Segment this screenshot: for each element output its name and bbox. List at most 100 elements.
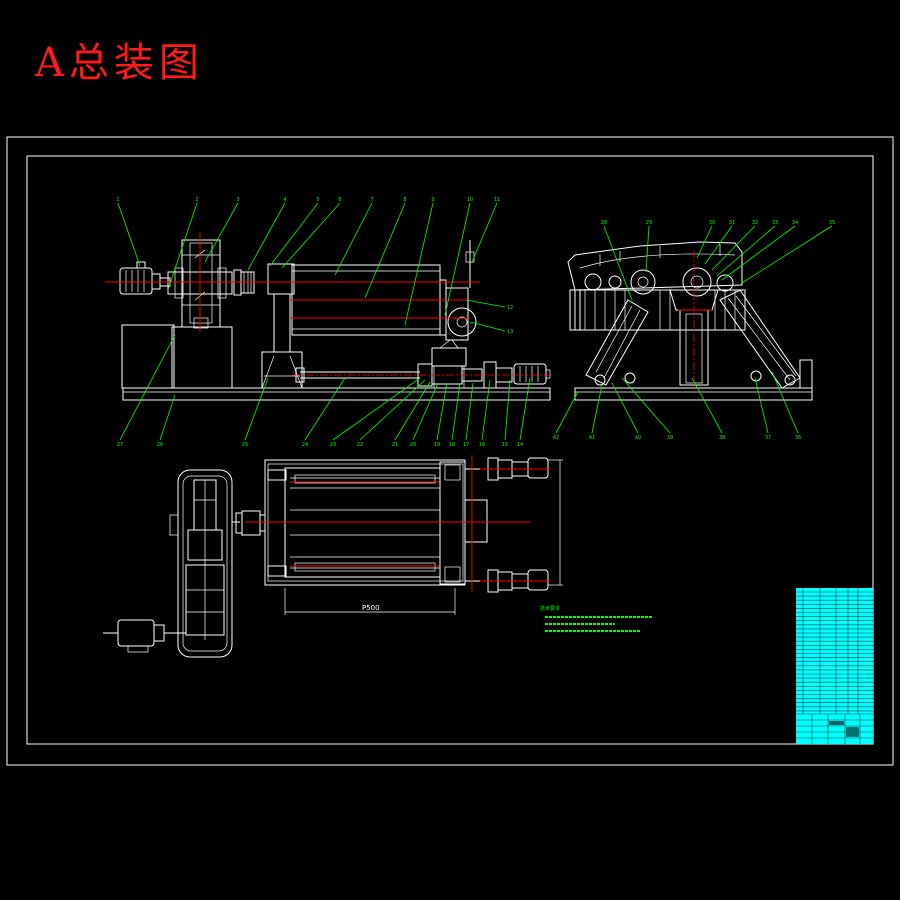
front-view [105, 232, 552, 401]
plan-gearbox-inner [182, 475, 228, 652]
part-number-front_bottom-6: 20 [410, 442, 416, 448]
part-number-front_top-3: 4 [283, 197, 286, 203]
part-number-side_bottom-6: 42 [553, 435, 559, 441]
side-view [567, 241, 813, 401]
plan-roll-lines [290, 477, 440, 569]
part-number-front_top-7: 8 [403, 197, 406, 203]
coupling-flange-b [240, 271, 255, 294]
leader-line-side_top-4 [711, 225, 756, 271]
plan-right-bearing-bottom [444, 566, 461, 583]
leader-line-front_bottom-3 [465, 382, 474, 441]
leader-line-front_bottom-9 [332, 377, 421, 441]
motor-stand [121, 324, 175, 389]
plan-upper-motor [527, 457, 549, 479]
leader-line-side_bottom-6 [555, 391, 579, 434]
foot-bolt-4 [784, 374, 796, 386]
leader-line-front_top-8 [404, 202, 434, 326]
drawing-title: A总装图 [34, 40, 204, 86]
leader-line-front_bottom-5 [436, 382, 448, 441]
top-cover [567, 241, 743, 291]
part-number-front_top-5: 6 [338, 197, 341, 203]
right-bearing-block [445, 287, 469, 341]
plan-right-bearing-top [444, 464, 461, 481]
plan-view: P500 [103, 455, 563, 658]
right-strut-inner [727, 295, 797, 381]
part-number-front_right-1: 13 [507, 329, 513, 335]
left-strut [585, 299, 649, 386]
plan-frame-inner [267, 463, 464, 582]
part-number-front_bottom-7: 21 [392, 442, 398, 448]
left-stand-base [261, 351, 303, 389]
foot-bolt-2 [624, 372, 636, 384]
leader-line-side_top-0 [603, 225, 633, 301]
leader-line-front_top-3 [247, 202, 286, 271]
left-stand-column [273, 293, 291, 353]
leader-line-front_bottom-11 [244, 377, 269, 441]
part-number-front_bottom-5: 19 [434, 442, 440, 448]
leader-line-side_bottom-2 [691, 377, 723, 434]
part-number-front_bottom-11: 25 [242, 442, 248, 448]
part-number-side_top-5: 33 [772, 220, 778, 226]
lower-motor-fins [519, 366, 539, 382]
leader-line-front_bottom-2 [481, 379, 491, 441]
leader-line-side_top-7 [741, 225, 833, 284]
leader-line-front_bottom-4 [451, 382, 461, 441]
part-number-side_top-2: 30 [709, 220, 715, 226]
part-number-front_bottom-3: 17 [463, 442, 469, 448]
part-number-side_top-6: 34 [792, 220, 798, 226]
right-stand-support [433, 339, 465, 388]
leader-line-front_top-2 [204, 202, 239, 263]
plan-left-bearing-top [267, 469, 287, 481]
leader-line-front_top-5 [281, 202, 341, 269]
plan-lower-motor [527, 569, 549, 591]
part-number-side_bottom-0: 36 [795, 435, 801, 441]
leader-line-front_top-6 [334, 202, 373, 276]
leader-line-front_bottom-1 [504, 379, 511, 441]
title-block-cells [796, 713, 873, 744]
part-number-front_bottom-0: 14 [517, 442, 523, 448]
upper-roll-left [630, 269, 656, 295]
side-end-block-left [569, 289, 581, 331]
gearbox-foot [193, 317, 209, 329]
plan-right-block [439, 461, 488, 585]
inner-frame [26, 155, 874, 745]
parts-list-grid [796, 588, 873, 714]
part-number-front_top-9: 10 [467, 197, 473, 203]
motor-fins [125, 270, 145, 292]
plan-gear-shafts [186, 480, 224, 640]
technical-requirements: 技术要求 [540, 605, 652, 632]
title-block [796, 588, 873, 744]
leader-line-front_bottom-13 [119, 334, 176, 441]
gearbox-housing [181, 239, 221, 328]
leader-line-front_top-10 [471, 202, 498, 263]
part-number-side_top-3: 31 [729, 220, 735, 226]
plan-motor-foot [127, 645, 149, 653]
upper-gear-b [608, 275, 622, 289]
plan-motor-body [117, 619, 155, 647]
coupling [233, 269, 268, 296]
plan-top-rod [294, 474, 436, 484]
title-block-logo-cell [846, 727, 859, 737]
part-number-front_bottom-8: 22 [357, 442, 363, 448]
motor-end-cap [151, 273, 161, 290]
part-number-front_bottom-12: 26 [157, 442, 163, 448]
height-dimension [548, 459, 563, 586]
plan-roll-body [284, 467, 441, 578]
leader-line-front_top-7 [364, 202, 406, 299]
coupling-flange-a [233, 269, 242, 296]
part-number-front_top-6: 7 [370, 197, 373, 203]
left-bearing-seat [267, 263, 295, 295]
leader-line-front_top-1 [167, 202, 198, 291]
left-strut-inner [595, 305, 641, 379]
part-number-front_top-10: 11 [494, 197, 500, 203]
tech-req-heading: 技术要求 [540, 605, 560, 612]
coupling-bolts [243, 272, 252, 293]
leader-line-front_top-4 [269, 202, 319, 267]
part-number-side_top-4: 32 [752, 220, 758, 226]
gearbox-base [171, 326, 233, 389]
plan-motor [103, 619, 186, 653]
left-bearing-stand [261, 263, 303, 389]
plan-motor-cap [153, 624, 165, 642]
